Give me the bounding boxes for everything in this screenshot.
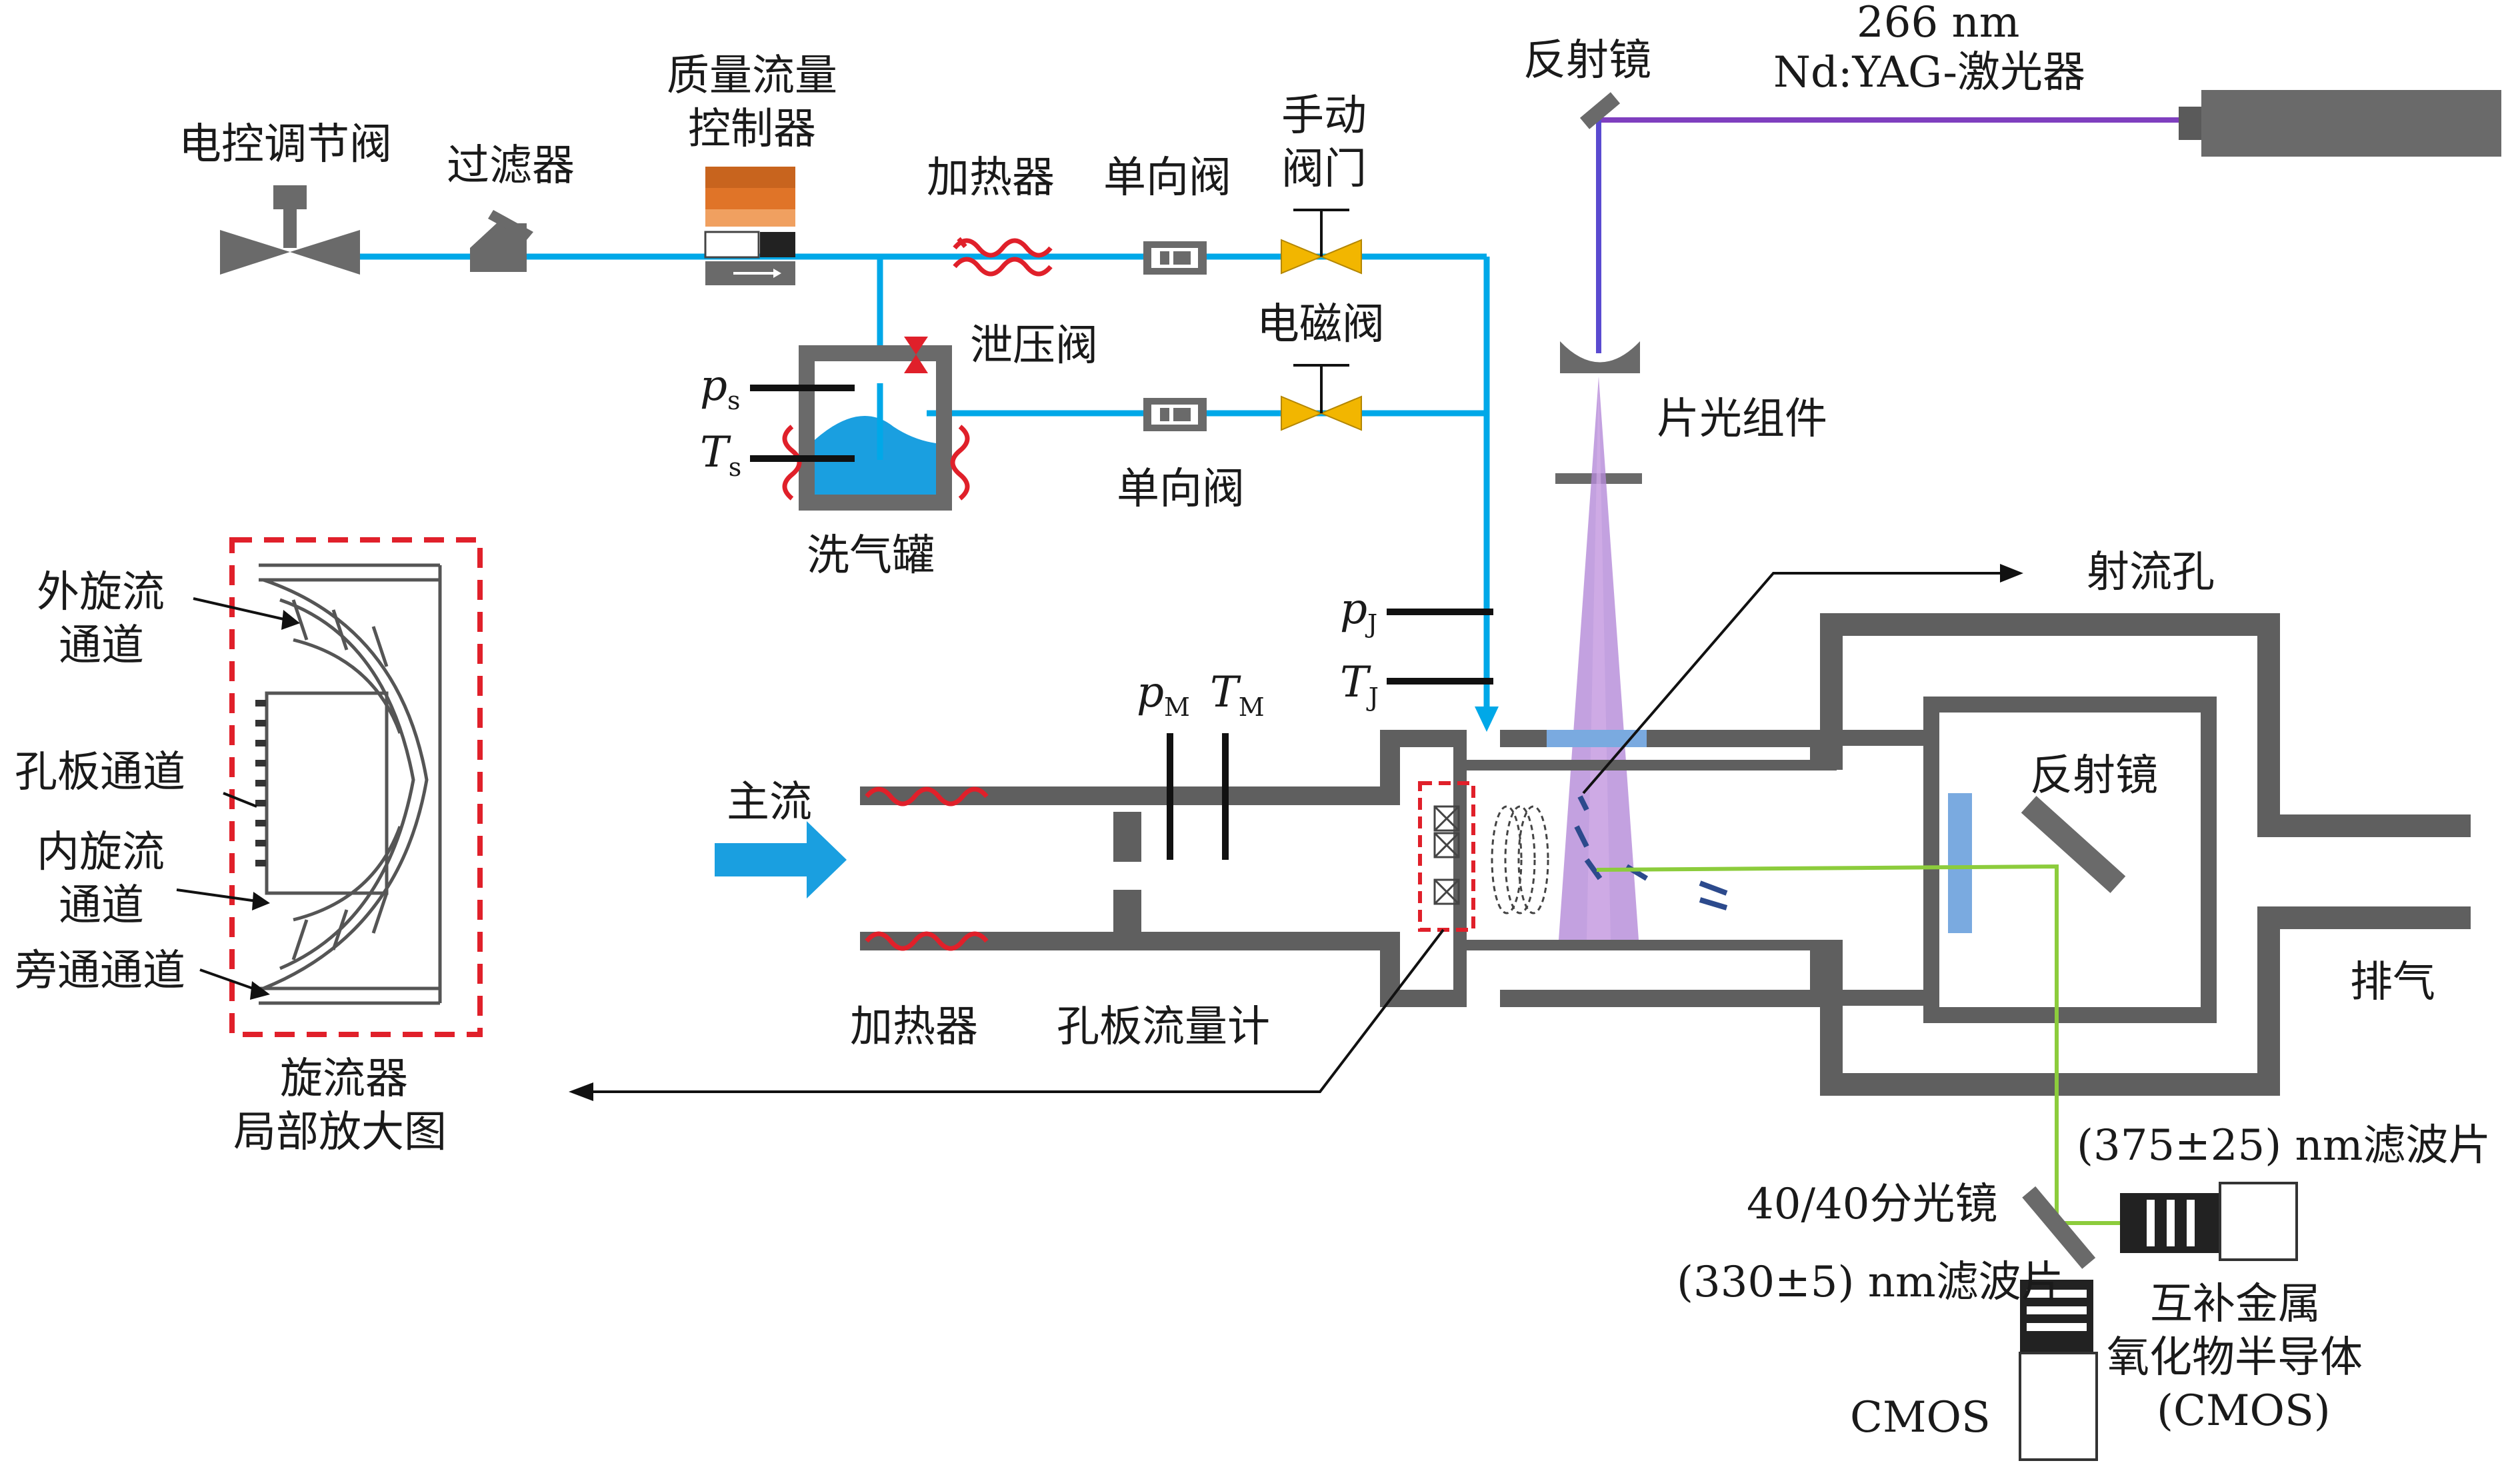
outer-swirl-label-line2: 通道 — [59, 621, 144, 671]
orifice-channel-label: 孔板通道 — [15, 748, 185, 797]
inner-swirl-label-line2: 通道 — [59, 881, 144, 930]
main-duct — [860, 613, 2471, 1096]
check-valve-bottom-label: 单向阀 — [1117, 465, 1245, 514]
swirler-detail-label-line1: 旋流器 — [280, 1054, 408, 1104]
relief-valve-label: 泄压阀 — [970, 321, 1098, 371]
exhaust-label: 排气 — [2350, 958, 2435, 1007]
cmos-cn-label-line3: (CMOS) — [2157, 1386, 2331, 1436]
swirler-leader — [587, 928, 1445, 1093]
laser-head-icon — [2179, 90, 2501, 157]
pm-symbol: pM — [1137, 668, 1190, 722]
check-valve-bottom-icon — [1143, 398, 1207, 431]
mass-flow-controller-icon — [704, 167, 795, 285]
laser-sheet-core — [1587, 377, 1611, 940]
tm-symbol: TM — [1210, 668, 1265, 722]
heater-bottom-label: 加热器 — [850, 1002, 978, 1052]
filter-330-label: (330±5) nm滤波片 — [1677, 1258, 2064, 1307]
top-mirror-icon — [1579, 92, 1621, 129]
bypass-channel-label: 旁通通道 — [15, 946, 185, 996]
heater-top-icon — [953, 237, 1053, 277]
filter-label: 过滤器 — [447, 141, 575, 191]
electric-valve-label: 电控调节阀 — [179, 120, 392, 169]
solenoid-valve-icon — [1281, 364, 1362, 431]
ts-symbol: Ts — [700, 428, 741, 482]
ps-symbol: ps — [700, 361, 740, 415]
bubbler-tank-icon — [782, 345, 970, 511]
manual-valve-icon — [1281, 209, 1362, 275]
chamber-mirror-icon — [2021, 796, 2126, 893]
filter-375-label: (375±25) nm滤波片 — [2077, 1121, 2491, 1170]
beam-splitter-icon — [2022, 1186, 2096, 1269]
mirror-top-label: 反射镜 — [1523, 36, 1651, 85]
main-flow-arrow — [715, 821, 847, 898]
check-valve-top-icon — [1143, 241, 1207, 275]
relief-valve-icon — [904, 337, 928, 373]
cmos-cn-label-line1: 互补金属 — [2150, 1280, 2321, 1329]
pj-symbol: pJ — [1340, 585, 1377, 639]
swirler-leader-arrow — [569, 1082, 593, 1101]
side-window — [1948, 793, 1972, 933]
mfc-label-line2: 控制器 — [688, 105, 816, 154]
bubbler-label: 洗气罐 — [807, 531, 935, 581]
camera-330-icon — [2019, 1280, 2098, 1461]
laser-label-line2: Nd:YAG-激光器 — [1773, 48, 2085, 97]
solenoid-valve-label: 电磁阀 — [1257, 300, 1385, 349]
jet-hole-leader-arrow — [2000, 564, 2023, 583]
electric-valve-icon — [220, 185, 360, 275]
jet-hole-leader — [1582, 572, 2007, 794]
swirler-detail-label-line2: 局部放大图 — [233, 1108, 447, 1157]
cylindrical-lens-icon — [1560, 341, 1640, 373]
laser-label-line1: 266 nm — [1857, 0, 2019, 47]
tj-symbol: TJ — [1340, 658, 1379, 712]
filter-icon — [470, 210, 533, 272]
main-flow-label: 主流 — [727, 778, 812, 827]
heater-top-label: 加热器 — [927, 153, 1055, 203]
beam-splitter-label: 40/40分光镜 — [1747, 1180, 1997, 1229]
swirler-detail-drawing — [259, 563, 442, 1005]
jet-hole-label: 射流孔 — [2087, 548, 2215, 597]
manual-valve-label-line1: 手动 — [1281, 91, 1367, 141]
manual-valve-label-line2: 阀门 — [1281, 145, 1367, 194]
cmos-label: CMOS — [1850, 1393, 1991, 1442]
fluorescence-signal — [1596, 864, 2059, 1223]
swirl-flow-lines — [1491, 805, 1549, 914]
pipe-arrow-head — [1475, 707, 1499, 732]
sheet-optics-label: 片光组件 — [1657, 395, 1827, 444]
cmos-cn-label-line2: 氧化物半导体 — [2107, 1333, 2363, 1382]
orifice-meter-label: 孔板流量计 — [1057, 1002, 1270, 1052]
mirror-chamber-label: 反射镜 — [2030, 751, 2158, 800]
inlet-heater-top — [865, 786, 989, 806]
outer-swirl-label-line1: 外旋流 — [37, 568, 165, 617]
inner-swirl-label-line1: 内旋流 — [37, 828, 165, 877]
mfc-label-line1: 质量流量 — [667, 51, 837, 101]
swirler-vanes — [1433, 805, 1460, 905]
swirler-detail-frame — [229, 537, 483, 1037]
swirler-highlight-box — [1418, 781, 1475, 932]
inlet-heater-bottom — [865, 931, 989, 951]
camera-375-icon — [2120, 1182, 2298, 1261]
check-valve-top-label: 单向阀 — [1103, 153, 1231, 203]
jet-spray-dashes — [1574, 795, 1728, 910]
orifice-holes — [255, 700, 266, 866]
detail-callout-arrows — [176, 597, 300, 1000]
